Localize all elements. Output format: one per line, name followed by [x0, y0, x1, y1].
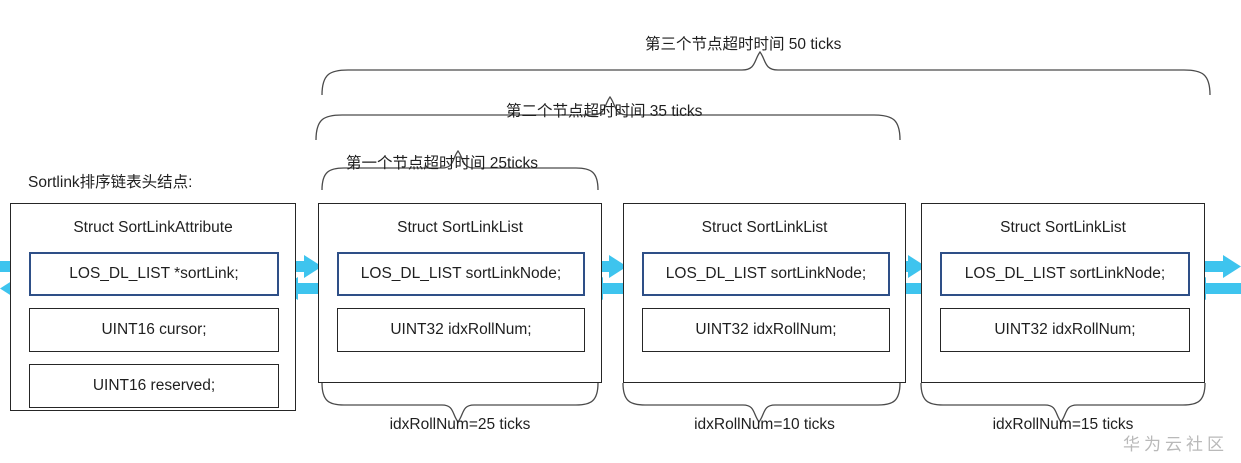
node-box-sortlink-attribute[interactable]: Struct SortLinkAttribute LOS_DL_LIST *so…: [10, 203, 296, 411]
node-title-sortlink-attribute: Struct SortLinkAttribute: [73, 219, 233, 236]
header-caption: Sortlink排序链表头结点:: [28, 174, 193, 191]
node-box-sortlinklist-1[interactable]: Struct SortLinkList LOS_DL_LIST sortLink…: [318, 203, 602, 383]
brace-label-node-1: 第一个节点超时时间 25ticks: [346, 155, 539, 172]
bottom-label-sortlinklist-3: idxRollNum=15 ticks: [992, 416, 1134, 433]
field-sortlinknode-3[interactable]: LOS_DL_LIST sortLinkNode;: [940, 252, 1190, 296]
brace-label-node-3: 第三个节点超时时间 50 ticks: [645, 36, 842, 53]
bottom-label-sortlinklist-1: idxRollNum=25 ticks: [389, 416, 531, 433]
field-cursor[interactable]: UINT16 cursor;: [29, 308, 279, 352]
field-idxrollnum-1[interactable]: UINT32 idxRollNum;: [337, 308, 585, 352]
field-idxrollnum-3[interactable]: UINT32 idxRollNum;: [940, 308, 1190, 352]
brace-node-3-path: [321, 50, 1211, 96]
field-sortlinknode-1[interactable]: LOS_DL_LIST sortLinkNode;: [337, 252, 585, 296]
node-box-sortlinklist-3[interactable]: Struct SortLinkList LOS_DL_LIST sortLink…: [921, 203, 1205, 383]
watermark: 华为云社区: [1123, 435, 1228, 454]
field-idxrollnum-2[interactable]: UINT32 idxRollNum;: [642, 308, 890, 352]
node-title-sortlinklist-3: Struct SortLinkList: [1000, 219, 1126, 236]
brace-label-node-2: 第二个节点超时时间 35 ticks: [506, 103, 703, 120]
bottom-label-sortlinklist-2: idxRollNum=10 ticks: [694, 416, 835, 433]
node-title-sortlinklist-2: Struct SortLinkList: [701, 219, 828, 236]
field-sortlinknode-2[interactable]: LOS_DL_LIST sortLinkNode;: [642, 252, 890, 296]
node-box-sortlinklist-2[interactable]: Struct SortLinkList LOS_DL_LIST sortLink…: [623, 203, 906, 383]
field-sortlink-pointer[interactable]: LOS_DL_LIST *sortLink;: [29, 252, 279, 296]
node-title-sortlinklist-1: Struct SortLinkList: [397, 219, 523, 236]
field-reserved[interactable]: UINT16 reserved;: [29, 364, 279, 408]
